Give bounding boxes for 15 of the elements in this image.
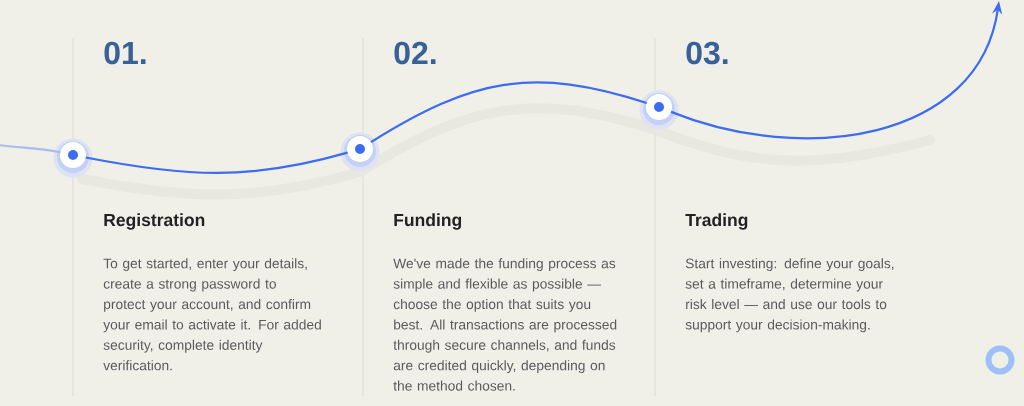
step-heading: Trading (685, 213, 748, 230)
timeline-marker (53, 138, 93, 178)
curve-line (85, 151, 348, 174)
timeline-marker (639, 90, 679, 130)
step-heading: Registration (104, 213, 205, 230)
step-description: Start investing: define your goals, set a timeframe, determine your risk level — and use our tools to support your decision-making. (685, 258, 894, 333)
step-description: We've made the funding process as simple and flexible as possible — choose the option that suits you best. All transactions are processed through secure channels, and funds are credited quickly, depending on the method chosen. (393, 258, 617, 391)
step-description: To get started, enter your details, create a strong password to protect your account, and confirm your email to activate it. For added security, complete identity verification. (103, 258, 321, 371)
step-number: 01. (104, 41, 146, 65)
step-number: 02. (394, 41, 436, 65)
curve-line (370, 81, 647, 144)
step-heading: Funding (394, 213, 462, 230)
timeline-marker (340, 132, 380, 172)
curve-line (0, 143, 61, 154)
step-number: 03. (686, 41, 728, 65)
